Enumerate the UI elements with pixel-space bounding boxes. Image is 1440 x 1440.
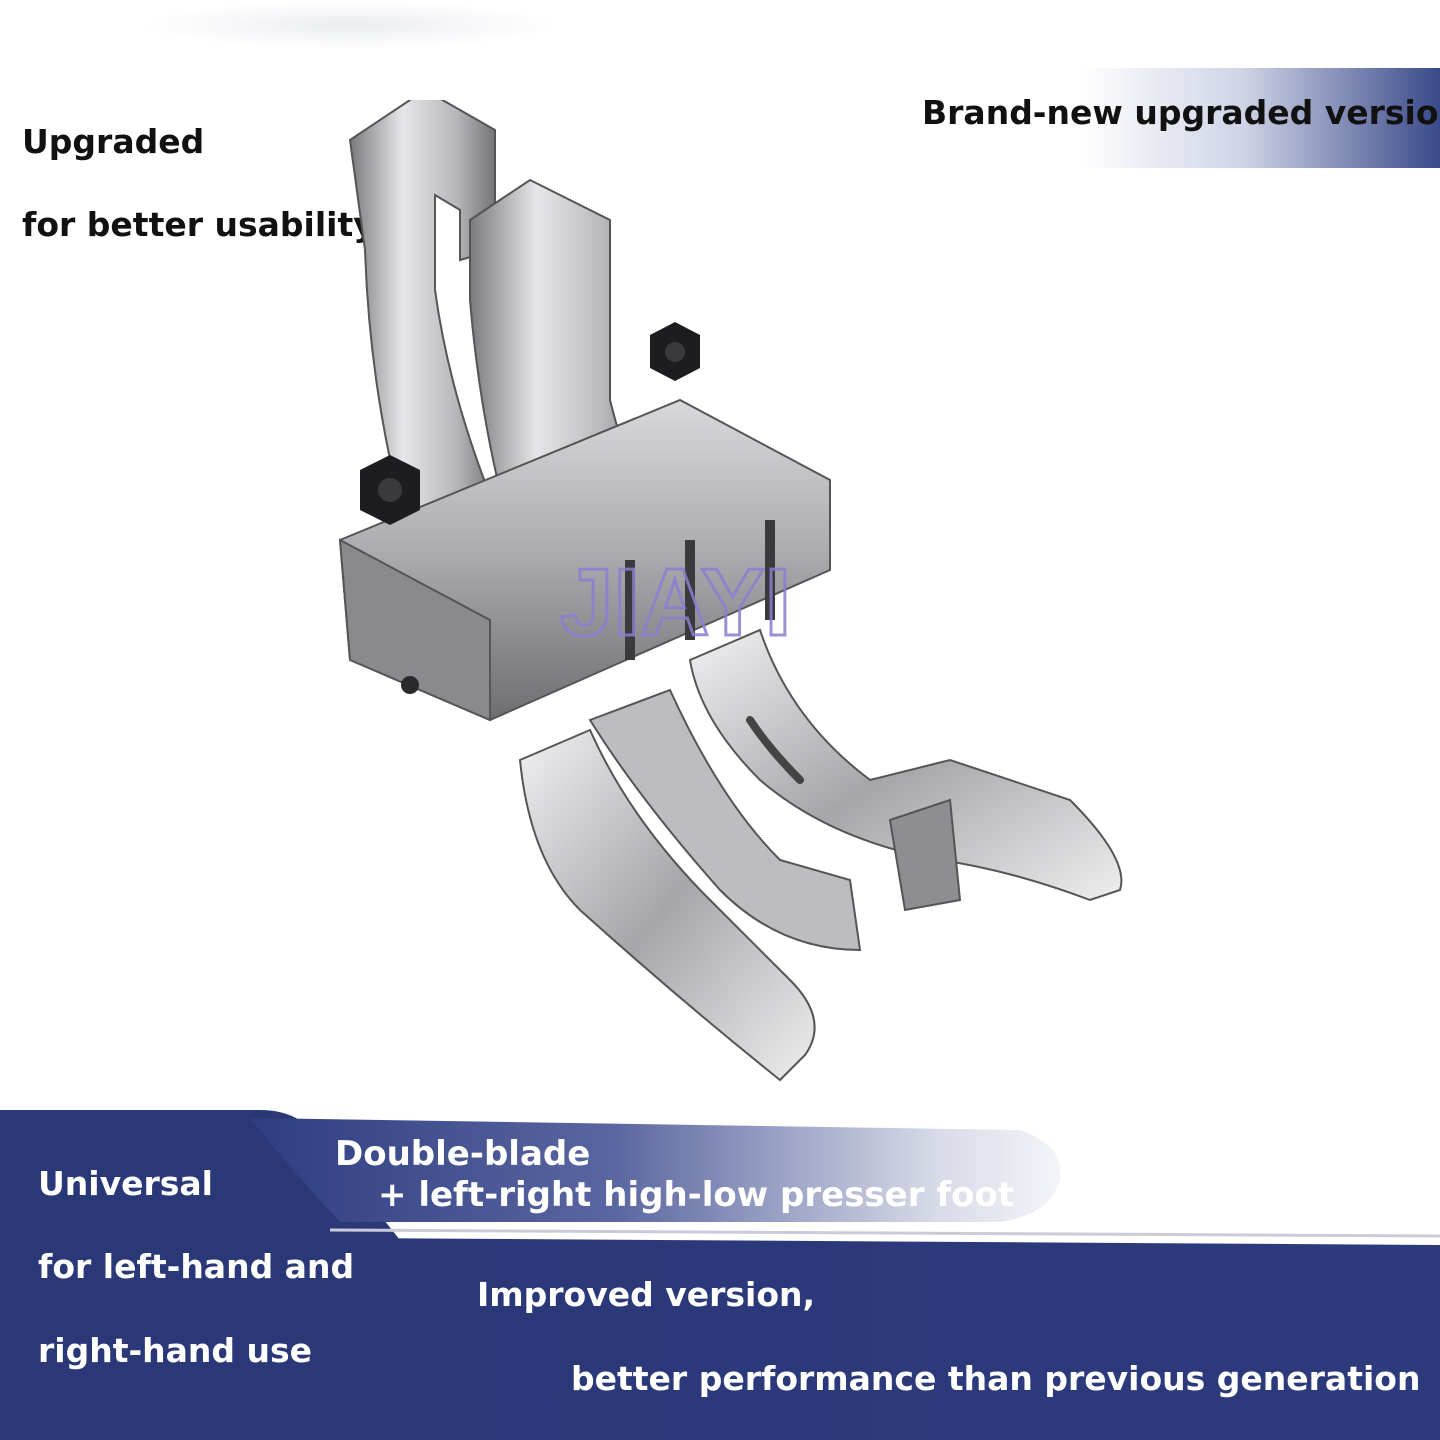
- banner-right-hand: right-hand use: [38, 1331, 313, 1370]
- headline-usability: for better usability: [22, 205, 375, 244]
- headline-upgraded: Upgraded: [22, 122, 205, 161]
- better-performance: better performance than previous generat…: [571, 1359, 1421, 1398]
- presser-foot-image: JIAYI: [338, 100, 1123, 1082]
- headline-brand-new: Brand-new upgraded version: [922, 93, 1440, 132]
- top-fade: [140, 0, 560, 50]
- feature-presser-foot: + left-right high-low presser foot: [378, 1175, 1015, 1215]
- banner-universal: Universal: [38, 1164, 213, 1203]
- bottom-banner: [0, 1110, 1440, 1440]
- top-right-band: [1080, 68, 1440, 168]
- improved-version: Improved version,: [477, 1275, 816, 1314]
- banner-left-hand: for left-hand and: [38, 1247, 355, 1286]
- feature-double-blade: Double-blade: [335, 1134, 591, 1174]
- watermark-text: JIAYI: [560, 549, 791, 656]
